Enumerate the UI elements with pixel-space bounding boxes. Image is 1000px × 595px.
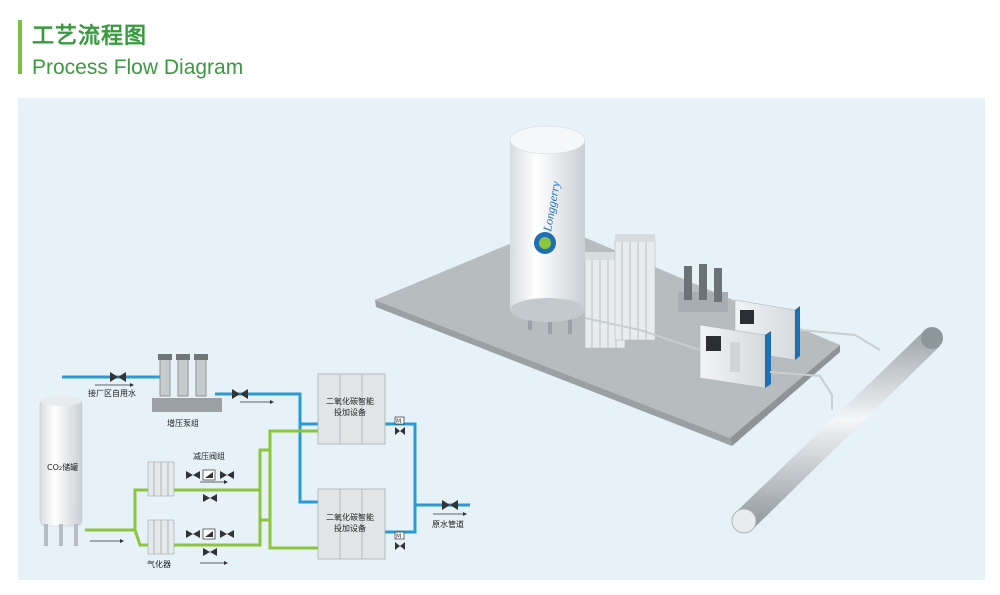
isometric-plant-scene: Longgerry — [375, 125, 943, 534]
motor-valve-top-icon — [394, 416, 405, 435]
motor-valve-bottom-icon — [394, 531, 405, 550]
inlet-label: 接厂区自用水 — [88, 388, 136, 398]
pump-group-3d — [678, 264, 728, 312]
gas-lines — [85, 429, 318, 550]
title-accent-bar — [18, 20, 22, 74]
booster-pump-group — [152, 354, 222, 412]
pump-outlet-valve-icon — [232, 389, 248, 399]
vaporizer-top — [147, 461, 175, 497]
co2-storage-tank — [39, 396, 83, 546]
dosing-cabinet-3d-front — [699, 324, 771, 389]
motor-valve-bottom-mark: M — [396, 533, 401, 540]
flow-schematic: CO₂储罐 接厂区自用水 增压泵组 — [39, 354, 470, 569]
water-lines — [62, 375, 470, 534]
pressure-reducing-valve-group-bottom — [186, 528, 234, 565]
vaporizer-3d-right — [614, 234, 656, 341]
dosing-controller-top — [317, 373, 386, 445]
pressure-reducing-valve-group-top — [186, 469, 234, 502]
vaporizer-bottom — [147, 519, 175, 555]
dosing-controller-bottom — [317, 488, 386, 560]
page-title-cn: 工艺流程图 — [32, 24, 148, 49]
raw-water-main-pipe-3d — [731, 327, 943, 534]
vaporizer-label: 气化器 — [147, 559, 171, 569]
page-title-en: Process Flow Diagram — [32, 56, 244, 79]
storage-tank-label: CO₂储罐 — [47, 462, 78, 472]
controller-bottom-label-1: 二氧化碳智能 — [326, 512, 374, 522]
pump-group-label: 增压泵组 — [167, 418, 199, 428]
controller-bottom-label-2: 投加设备 — [334, 523, 366, 533]
controller-top-label-1: 二氧化碳智能 — [326, 396, 374, 406]
controller-top-label-2: 投加设备 — [334, 407, 366, 417]
outlet-valve-icon — [442, 500, 458, 510]
valve-group-label: 减压阀组 — [193, 451, 225, 461]
co2-storage-tank-3d: Longgerry — [509, 125, 586, 322]
motor-valve-top-mark: M — [396, 418, 401, 425]
outlet-label: 原水管道 — [432, 519, 464, 529]
inlet-valve-icon — [110, 372, 126, 382]
